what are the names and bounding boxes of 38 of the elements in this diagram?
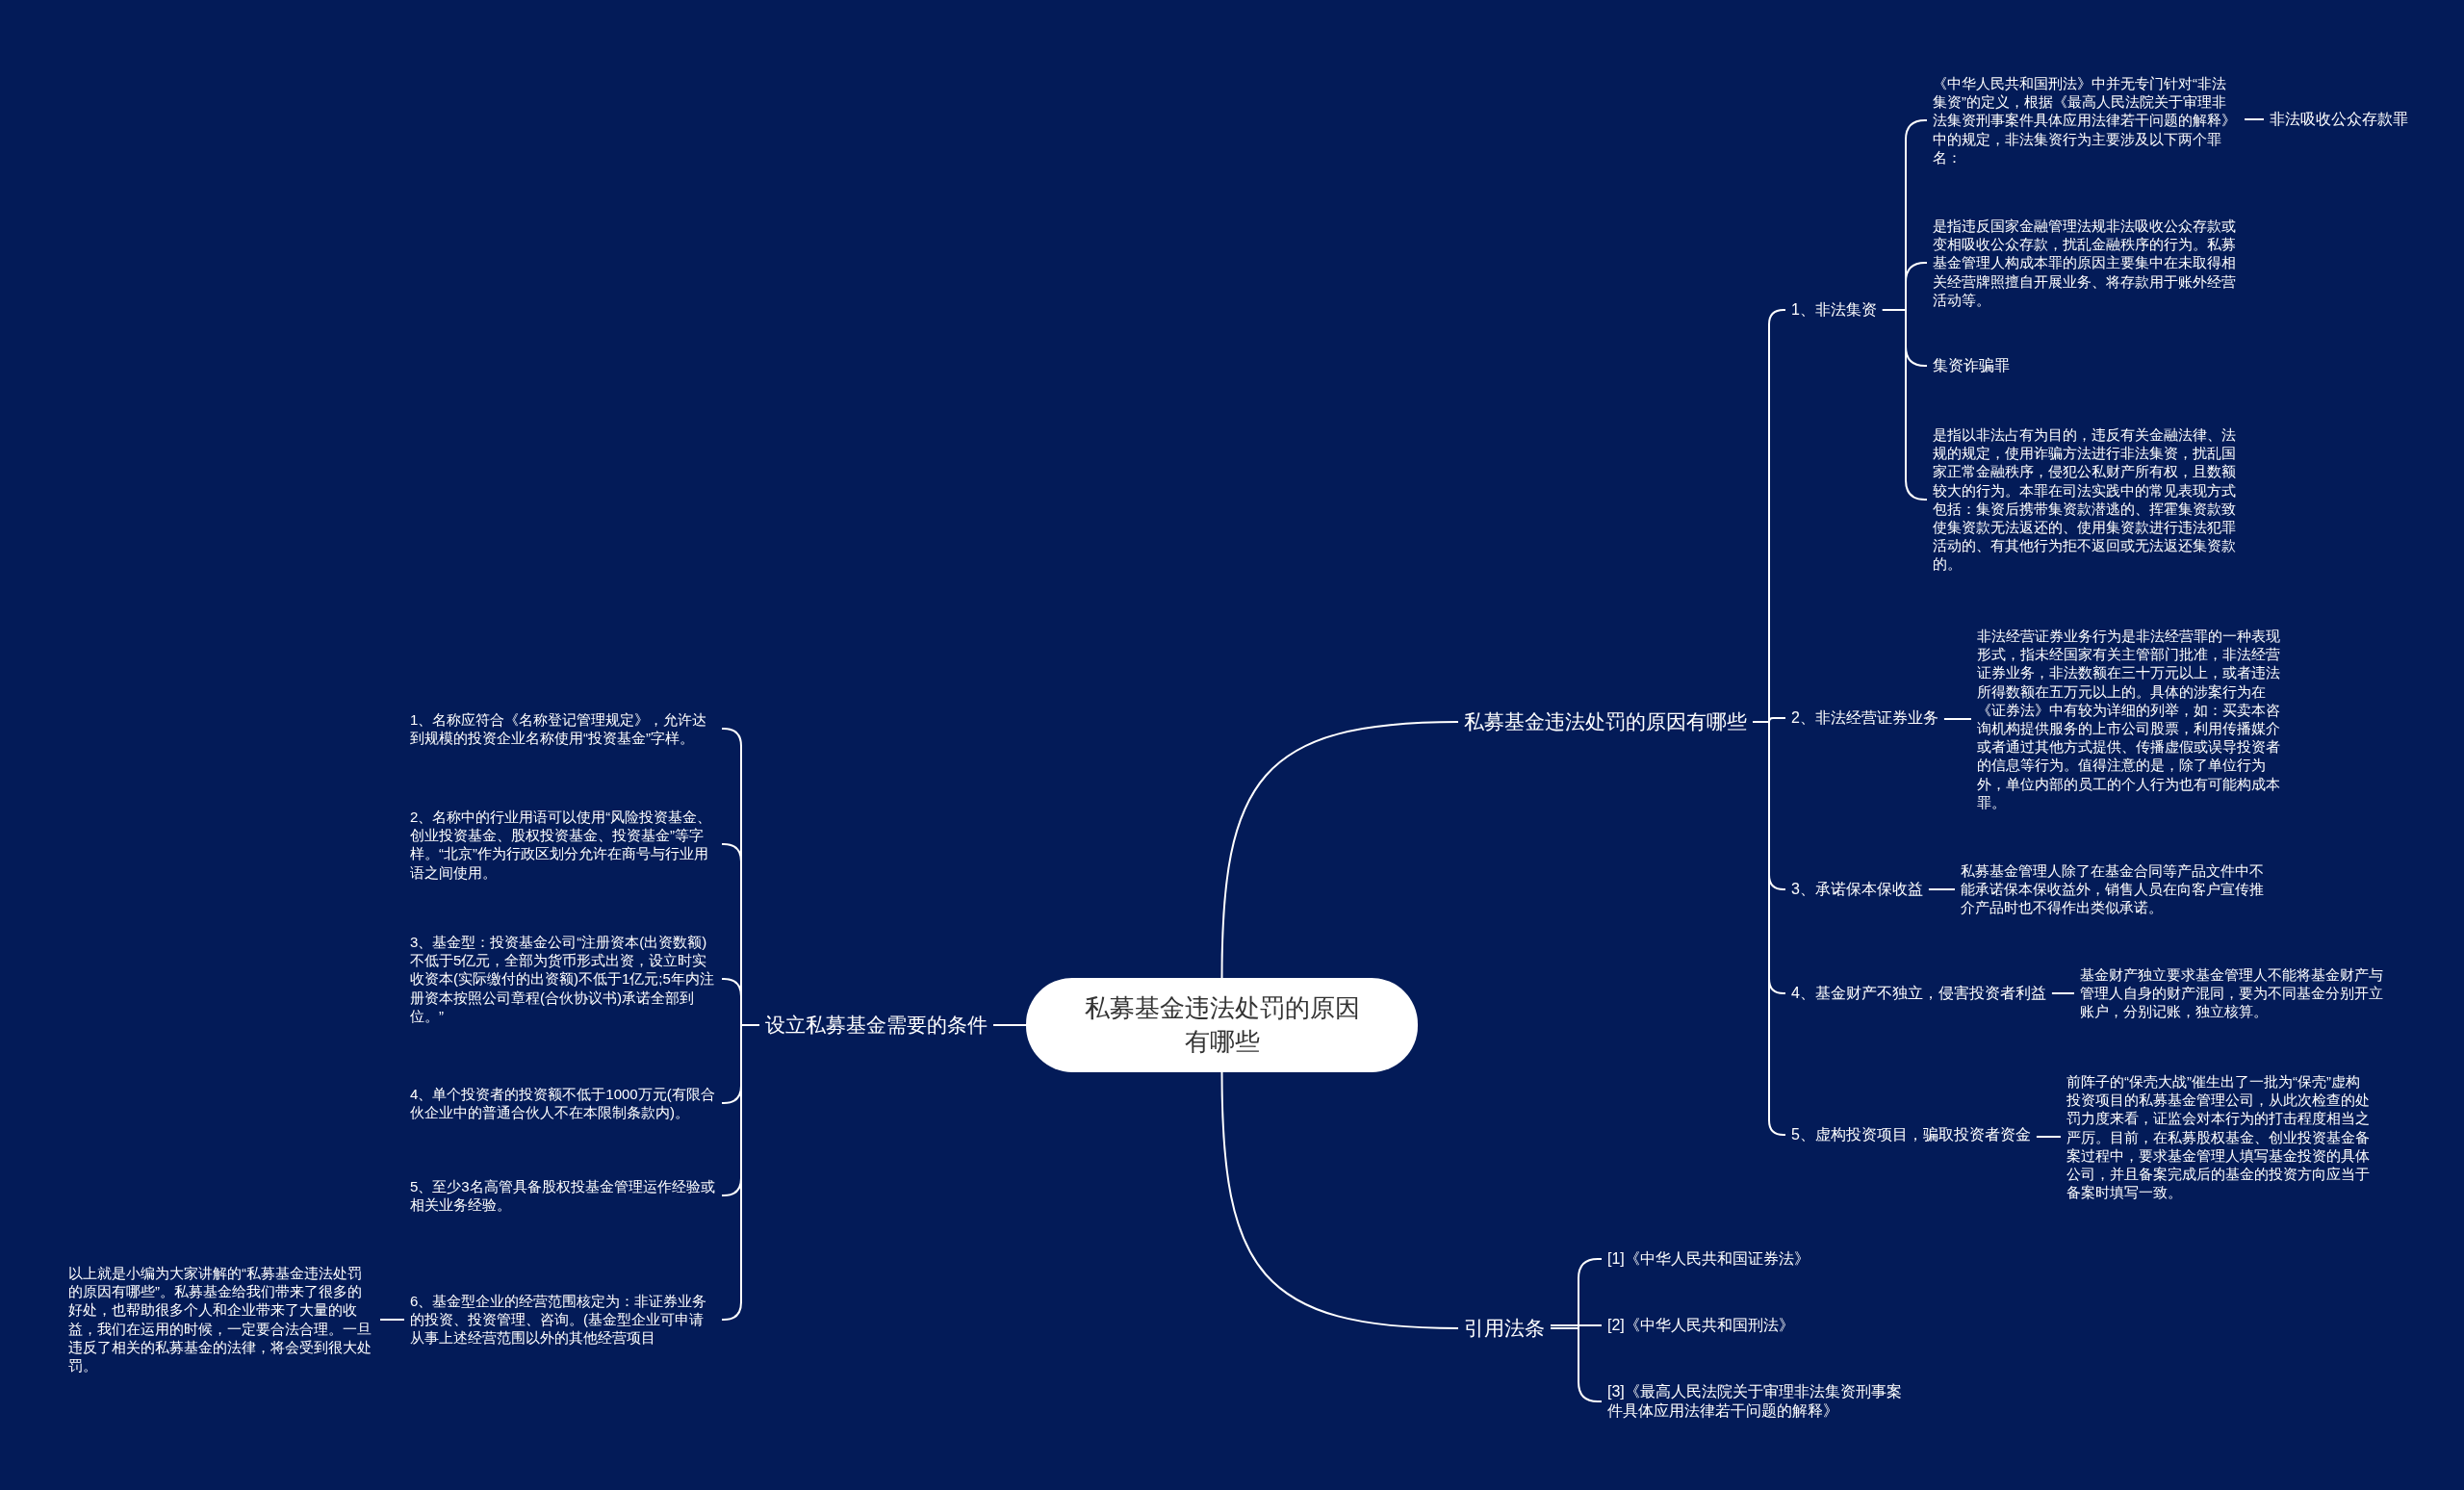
note-text: 2、名称中的行业用语可以使用“风险投资基金、创业投资基金、股权投资基金、投资基金”等字样。“北京”作为行政区划分允许在商号与行业用语之间使用。 bbox=[404, 804, 722, 885]
note-text: 私募基金管理人除了在基金合同等产品文件中不能承诺保本保收益外，销售人员在向客户宣传推介产品时也不得作出类似承诺。 bbox=[1955, 859, 2272, 920]
branch-topic: 引用法条 bbox=[1458, 1312, 1551, 1345]
subtopic-label: [1]《中华人民共和国证券法》 bbox=[1602, 1246, 1815, 1272]
note-text: 1、名称应符合《名称登记管理规定》，允许达到规模的投资企业名称使用“投资基金”字样。 bbox=[404, 706, 722, 751]
note-text: 以上就是小编为大家讲解的“私募基金违法处罚的原因有哪些”。私募基金给我们带来了很多的好处，也帮助很多个人和企业带来了大量的收益，我们在运用的时候，一定要合法合理。一旦违反了相关的私募基金的法律，将会受到很大处罚。 bbox=[63, 1261, 380, 1378]
subtopic-label: 5、虚构投资项目，骗取投资者资金 bbox=[1785, 1121, 2037, 1148]
connector-line bbox=[1927, 888, 1956, 890]
note-text: [3]《最高人民法院关于审理非法集资刑事案件具体应用法律若干问题的解释》 bbox=[1602, 1378, 1910, 1425]
connector-line bbox=[1550, 1324, 1603, 1326]
note-text: 是指违反国家金融管理法规非法吸收公众存款或变相吸收公众存款，扰乱金融秩序的行为。私募基金管理人构成本罪的原因主要集中在未取得相关经营牌照擅自开展业务、将存款用于账外经营活动等。 bbox=[1927, 214, 2245, 312]
note-text: 《中华人民共和国刑法》中并无专门针对“非法集资”的定义，根据《最高人民法院关于审理非法集资刑事案件具体应用法律若干问题的解释》中的规定，非法集资行为主要涉及以下两个罪名： bbox=[1927, 71, 2245, 169]
subtopic-label: 3、承诺保本保收益 bbox=[1785, 876, 1929, 903]
connector-line bbox=[2035, 1136, 2062, 1138]
note-text: 非法经营证券业务行为是非法经营罪的一种表现形式，指未经国家有关主管部门批准，非法经营证券业务，非法数额在三十万元以上，或者违法所得数额在五万元以上的。具体的涉案行为在《证券法》中有较为详细的列举，如：买卖本咨询机构提供服务的上市公司股票，利用传播媒介或者通过其他方式提供、传播虚假或误导投资者的信息等行为。值得注意的是，除了单位行为外，单位内部的员工的个人行为也有可能构成本罪。 bbox=[1971, 624, 2289, 814]
note-text: 3、基金型：投资基金公司“注册资本(出资数额)不低于5亿元，全部为货币形式出资，设立时实收资本(实际缴付的出资额)不低于1亿元;5年内注册资本按照公司章程(合伙协议书)承诺全部到位。” bbox=[404, 930, 722, 1028]
central-topic-pill: 私募基金违法处罚的原因有哪些 bbox=[1026, 977, 1418, 1073]
subtopic-label: 1、非法集资 bbox=[1785, 296, 1883, 323]
connector-line bbox=[379, 1319, 405, 1321]
note-text: 6、基金型企业的经营范围核定为：非证券业务的投资、投资管理、咨询。(基金型企业可申请从事上述经营范围以外的其他经营项目 bbox=[404, 1289, 722, 1350]
subtopic-label: 4、基金财产不独立，侵害投资者利益 bbox=[1785, 980, 2052, 1007]
branch-topic: 私募基金违法处罚的原因有哪些 bbox=[1458, 706, 1753, 738]
branch-topic: 设立私募基金需要的条件 bbox=[759, 1009, 993, 1041]
connector-line bbox=[2244, 118, 2265, 120]
connector-line bbox=[1220, 721, 1459, 979]
note-text: 4、单个投资者的投资额不低于1000万元(有限合伙企业中的普通合伙人不在本限制条款内)。 bbox=[404, 1081, 722, 1125]
subtopic-label: 非法吸收公众存款罪 bbox=[2264, 106, 2414, 133]
subtopic-label: [2]《中华人民共和国刑法》 bbox=[1602, 1312, 1800, 1339]
note-text: 5、至少3名高管具备股权投基金管理运作经验或相关业务经验。 bbox=[404, 1173, 722, 1218]
note-text: 是指以非法占有为目的，违反有关金融法律、法规的规定，使用诈骗方法进行非法集资，扰乱国家正常金融秩序，侵犯公私财产所有权，且数额较大的行为。本罪在司法实践中的常见表现方式包括：集资后携带集资款潜逃的、挥霍集资款致使集资款无法返还的、使用集资款进行违法犯罪活动的、有其他行为拒不返回或无法返还集资款的。 bbox=[1927, 423, 2245, 577]
subtopic-label: 集资诈骗罪 bbox=[1927, 352, 2015, 379]
subtopic-label: 2、非法经营证券业务 bbox=[1785, 705, 1944, 732]
note-text: 前阵子的“保壳大战”催生出了一批为“保壳”虚构投资项目的私募基金管理公司，从此次检查的处罚力度来看，证监会对本行为的打击程度相当之严厉。目前，在私募股权基金、创业投资基金备案过程中，要求基金管理人填写基金投资的具体公司，并且备案完成后的基金的投资方向应当于备案时填写一致。 bbox=[2061, 1068, 2378, 1205]
connector-line bbox=[2050, 992, 2075, 994]
connector-line bbox=[992, 1024, 1027, 1026]
connector-line bbox=[1942, 718, 1972, 720]
connector-line bbox=[1220, 1071, 1459, 1329]
note-text: 基金财产独立要求基金管理人不能将基金财产与管理人自身的财产混同，要为不同基金分别开立账户，分别记账，独立核算。 bbox=[2074, 963, 2392, 1024]
